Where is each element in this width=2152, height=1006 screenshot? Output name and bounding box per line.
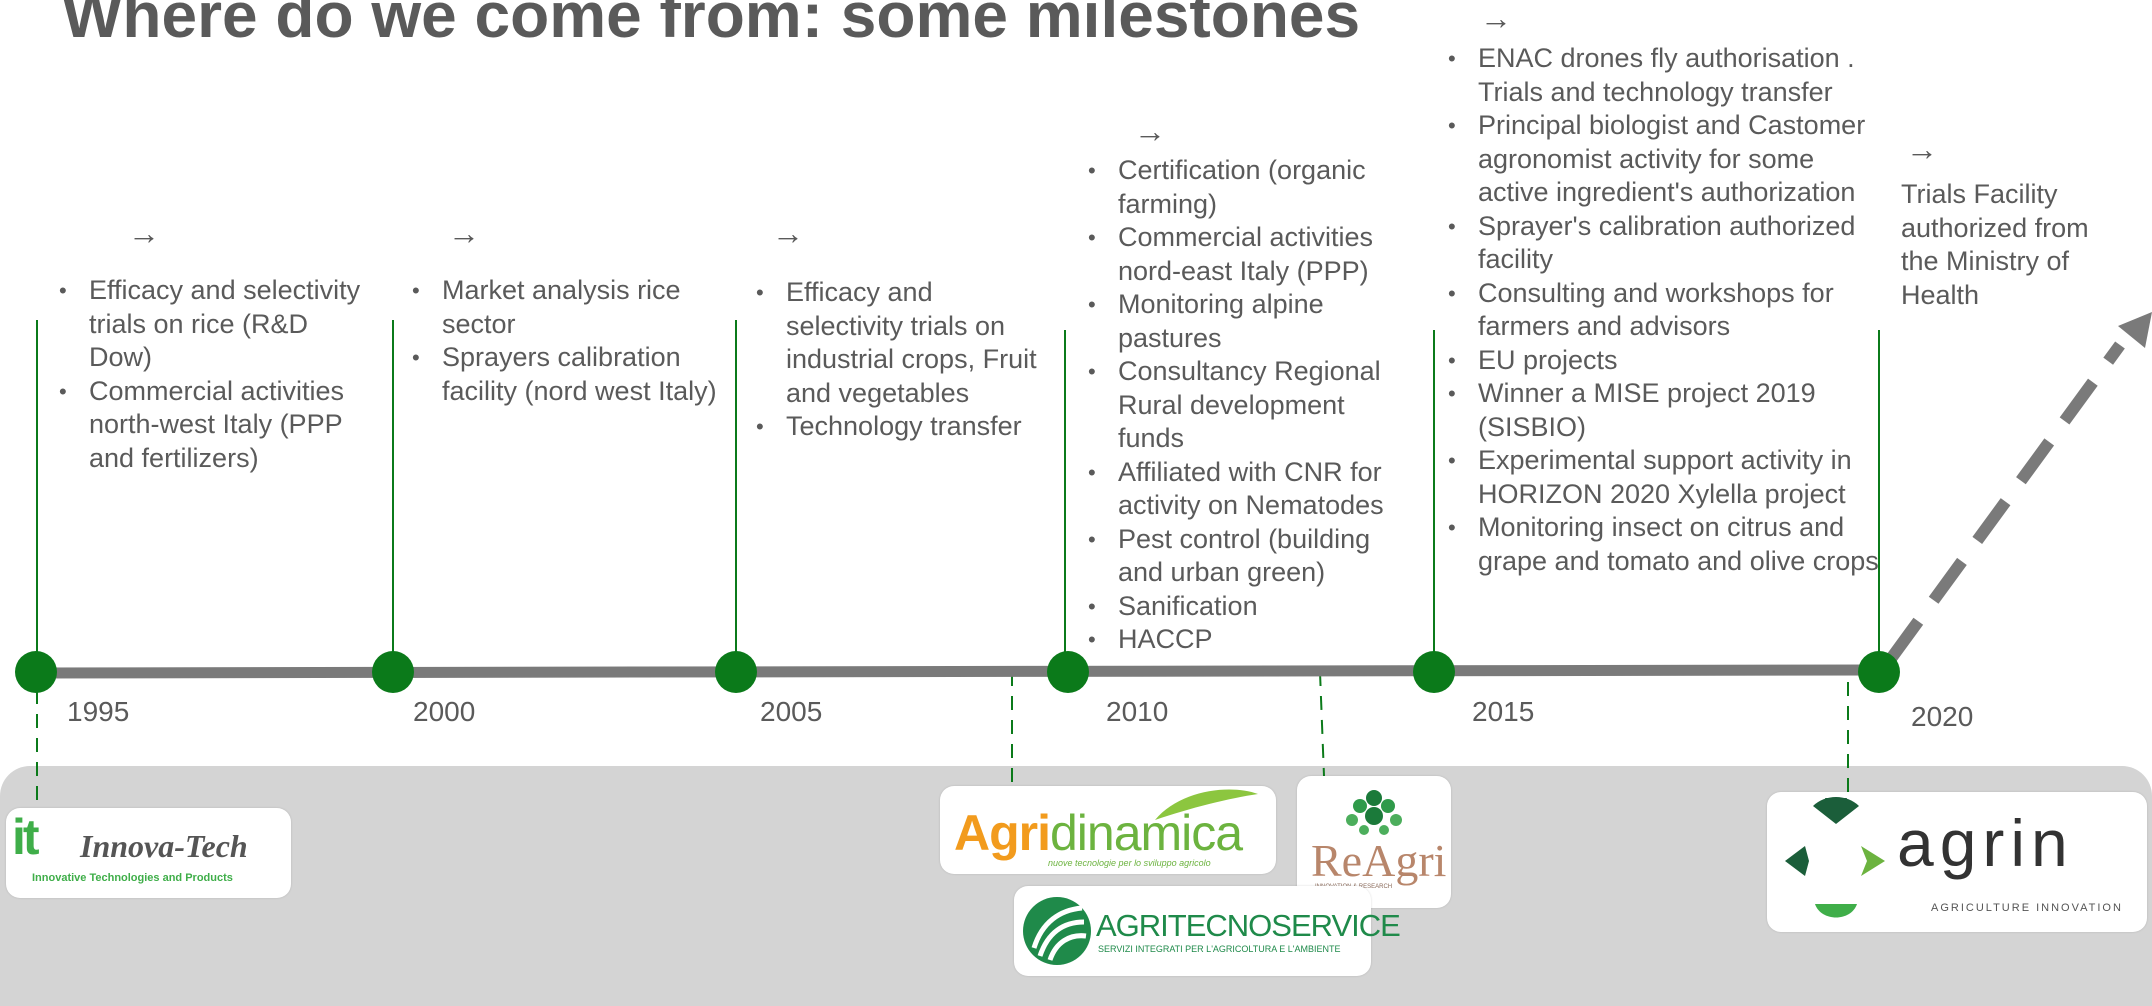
year-label-2000: 2000 xyxy=(413,696,476,727)
agrin-tagline: AGRICULTURE INNOVATION xyxy=(1931,902,2123,914)
year-label-2020: 2020 xyxy=(1911,701,1974,732)
milestone-dot-2015 xyxy=(1413,651,1455,693)
milestone-item: Affiliated with CNR for activity on Nema… xyxy=(1087,456,1407,523)
agrin-logo: agrin AGRICULTURE INNOVATION xyxy=(1767,792,2147,932)
agridinamica-wordmark: Agridinamica xyxy=(954,805,1243,861)
milestone-item: Market analysis rice sector xyxy=(411,274,741,341)
agridinamica-tagline: nuove tecnologie per lo sviluppo agricol… xyxy=(1048,858,1211,868)
year-label-1995: 1995 xyxy=(67,696,130,727)
arrow-glyph-2010: → xyxy=(1134,113,1166,149)
milestone-item: HACCP xyxy=(1087,623,1407,657)
agrin-mark-icon xyxy=(1785,797,1885,918)
flower-icon xyxy=(1346,790,1402,835)
milestone-dot-2005 xyxy=(715,651,757,693)
arrow-glyph-2015: → xyxy=(1480,0,1512,36)
innovatech-tagline: Innovative Technologies and Products xyxy=(32,872,233,884)
future-dashed-arrow xyxy=(1885,341,2125,664)
timeline-bar xyxy=(35,664,1880,679)
arrow-glyph-2000: → xyxy=(448,215,480,251)
agritecnoservice-logo: AGRITECNOSERVICE SERVIZI INTEGRATI PER L… xyxy=(1014,886,1401,976)
leaf-icon xyxy=(1155,789,1258,820)
milestone-item: Experimental support activity in HORIZON… xyxy=(1447,444,1879,511)
milestone-list-1995: Efficacy and selectivity trials on rice … xyxy=(58,274,368,475)
agritecnoservice-tagline: SERVIZI INTEGRATI PER L'AGRICOLTURA E L'… xyxy=(1098,944,1341,954)
milestone-list-2000: Market analysis rice sector Sprayers cal… xyxy=(411,274,741,408)
milestone-dot-1995 xyxy=(15,651,57,693)
innovatech-name: Innova-Tech xyxy=(80,828,248,864)
year-label-2010: 2010 xyxy=(1106,696,1169,727)
milestone-item: Commercial activities nord-east Italy (P… xyxy=(1087,221,1407,288)
milestone-list-2010: Certification (organic farming) Commerci… xyxy=(1087,154,1407,657)
agridinamica-part2: dinamica xyxy=(1050,805,1243,861)
milestone-item: Monitoring insect on citrus and grape an… xyxy=(1447,511,1879,578)
milestone-item: Consulting and workshops for farmers and… xyxy=(1447,277,1879,344)
milestone-item: Certification (organic farming) xyxy=(1087,154,1407,221)
logo-connector-reagri xyxy=(1319,671,1325,777)
agritecnoservice-name: AGRITECNOSERVICE xyxy=(1096,908,1401,943)
reagri-name: ReAgri xyxy=(1311,835,1447,886)
milestone-item: Sanification xyxy=(1087,590,1407,624)
milestone-item: ENAC drones fly authorisation . Trials a… xyxy=(1447,42,1879,109)
milestone-item: Technology transfer xyxy=(755,410,1045,444)
innovatech-mark: it xyxy=(12,809,39,865)
milestone-dot-2010 xyxy=(1047,651,1089,693)
year-label-2005: 2005 xyxy=(760,696,823,727)
milestone-item: Sprayers calibration facility (nord west… xyxy=(411,341,741,408)
arrow-glyph-2005: → xyxy=(772,215,804,251)
milestone-text-2020: Trials Facility authorized from the Mini… xyxy=(1901,179,2089,310)
milestone-item: Consultancy Regional Rural development f… xyxy=(1087,355,1407,456)
year-label-2015: 2015 xyxy=(1472,696,1535,727)
milestone-item: Principal biologist and Castomer agronom… xyxy=(1447,109,1879,210)
future-arrow-head xyxy=(2118,312,2152,348)
milestone-item: EU projects xyxy=(1447,344,1879,378)
slide-title: Where do we come from: some milestones xyxy=(62,0,1361,51)
innovatech-logo: it Innova-Tech Innovative Technologies a… xyxy=(6,808,291,898)
milestone-item: Pest control (building and urban green) xyxy=(1087,523,1407,590)
agritecnoservice-emblem-icon xyxy=(1023,897,1091,965)
milestone-item: Sprayer's calibration authorized facilit… xyxy=(1447,210,1879,277)
milestone-list-2005: Efficacy and selectivity trials on indus… xyxy=(755,276,1045,444)
milestone-list-2015: ENAC drones fly authorisation . Trials a… xyxy=(1447,42,1879,578)
milestone-item: Efficacy and selectivity trials on indus… xyxy=(755,276,1045,410)
arrow-glyph-1995: → xyxy=(128,215,160,251)
agridinamica-logo: Agridinamica nuove tecnologie per lo svi… xyxy=(940,786,1276,874)
milestone-item: Commercial activities north-west Italy (… xyxy=(58,375,368,476)
agridinamica-part1: Agri xyxy=(954,805,1051,861)
milestone-item: Monitoring alpine pastures xyxy=(1087,288,1407,355)
milestone-item: Winner a MISE project 2019 (SISBIO) xyxy=(1447,377,1879,444)
milestone-dot-2000 xyxy=(372,651,414,693)
milestone-item: Efficacy and selectivity trials on rice … xyxy=(58,274,368,375)
agrin-name: agrin xyxy=(1897,806,2074,880)
milestone-dot-2020 xyxy=(1858,651,1900,693)
arrow-glyph-2020: → xyxy=(1906,131,1938,167)
